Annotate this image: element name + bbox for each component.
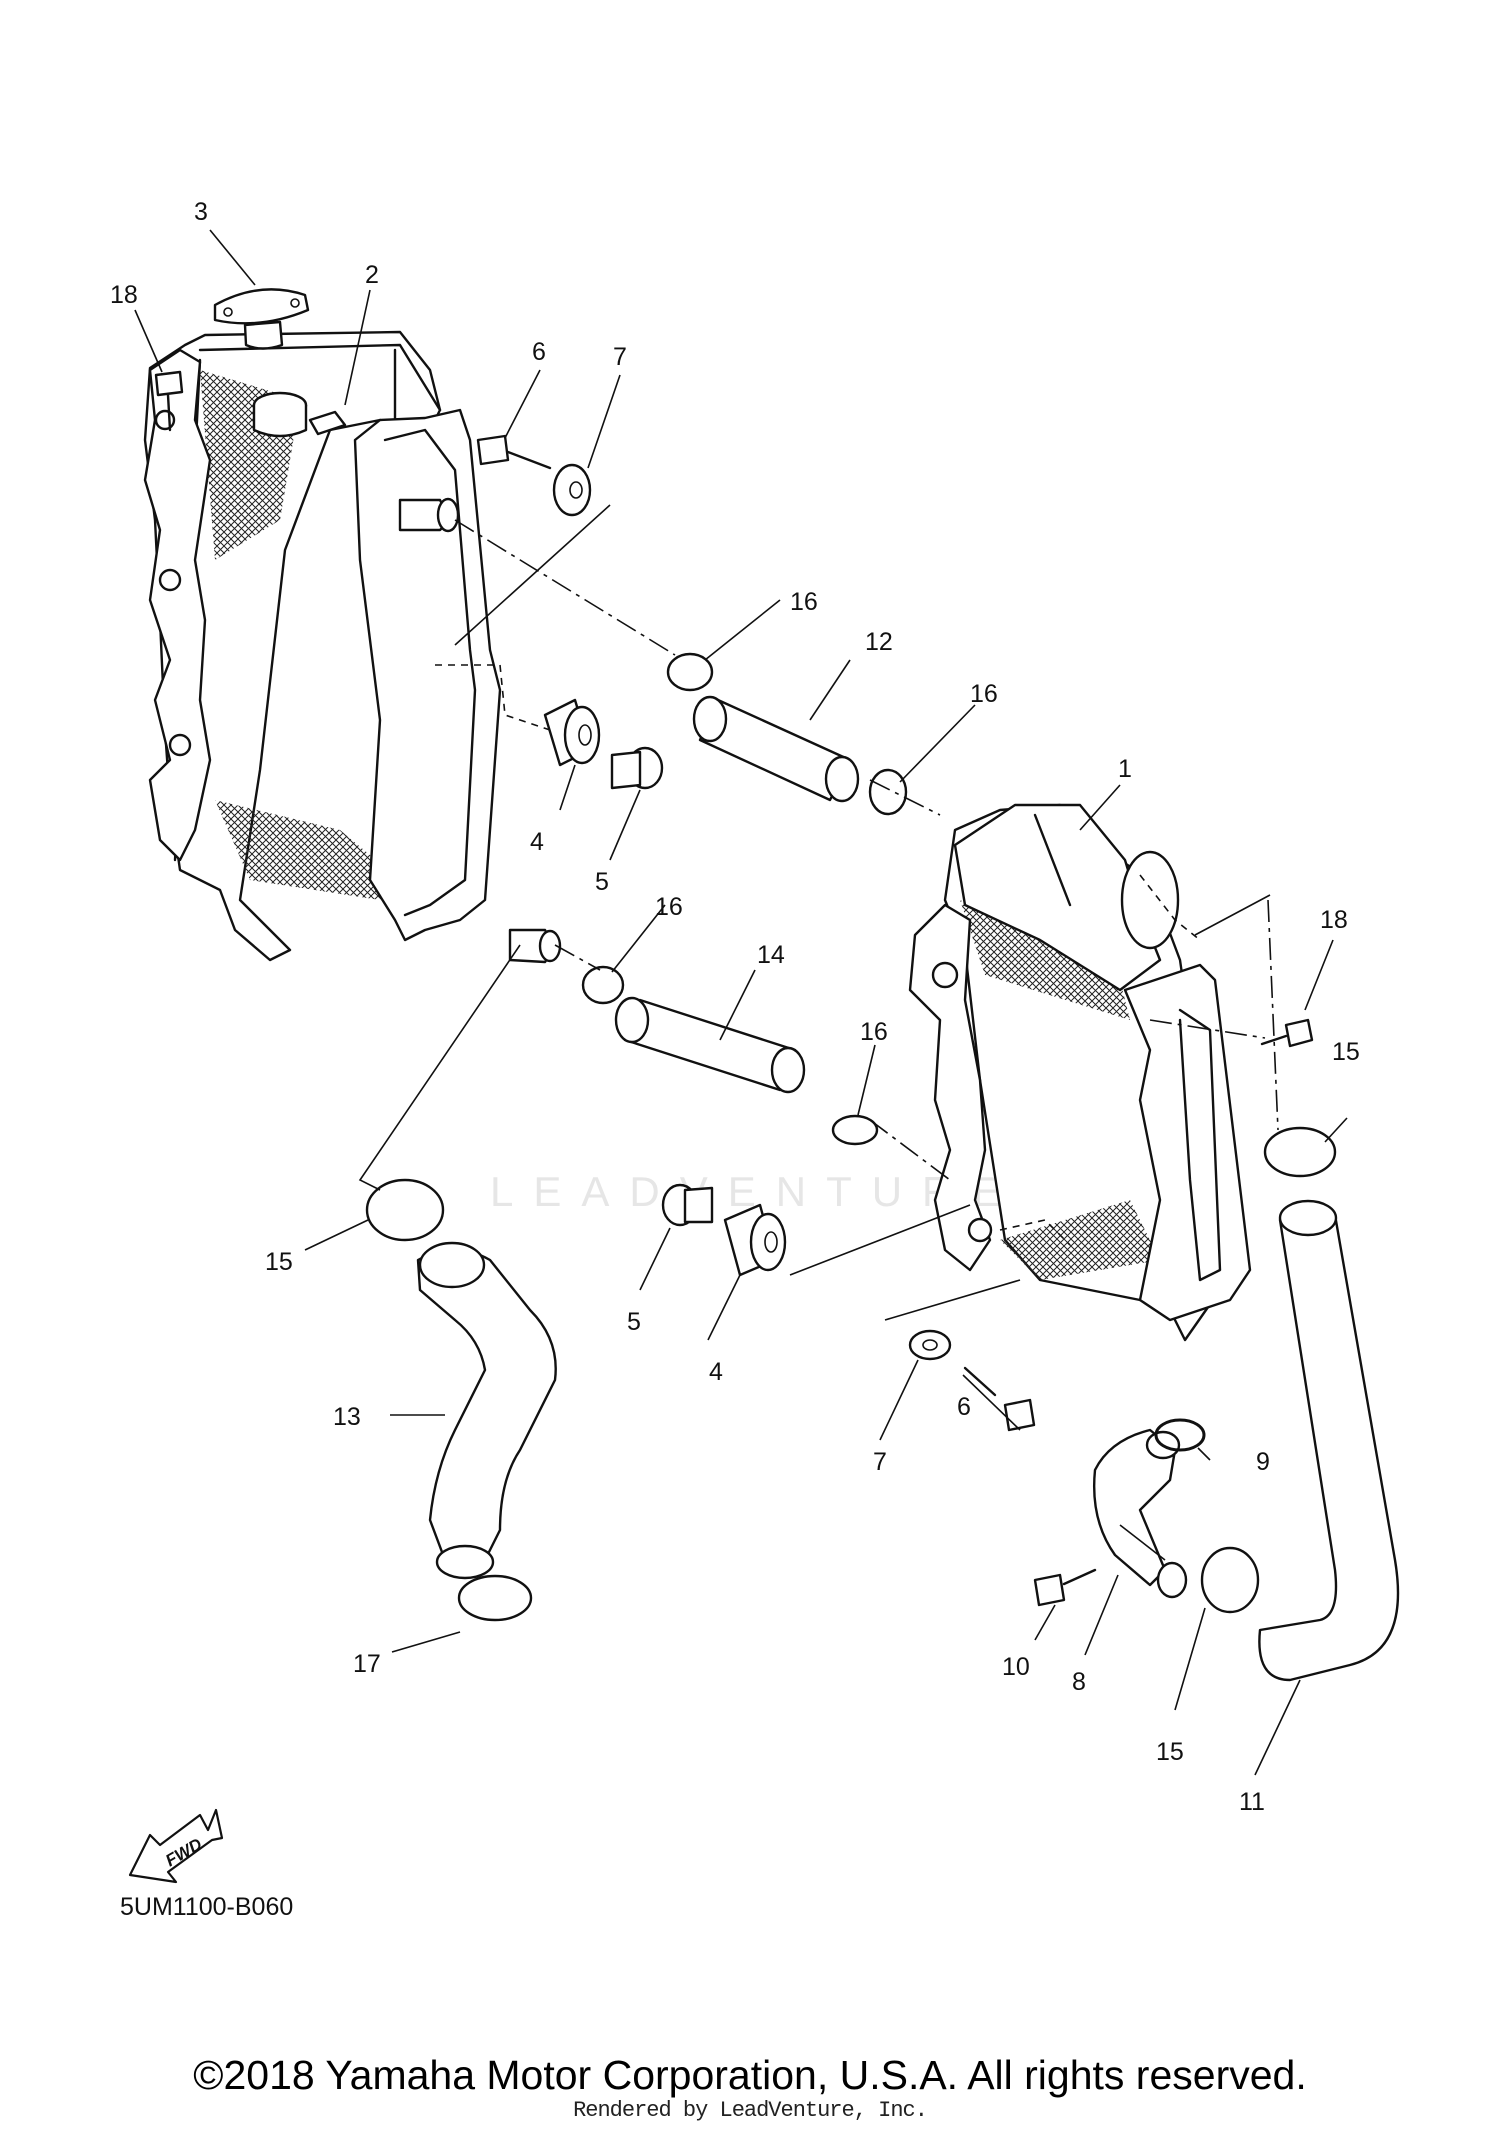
left-radiator-frame-stay	[353, 408, 502, 942]
callout-9: 9	[1256, 1448, 1270, 1476]
callout-numbers: 1 2 3 4 4 5 5 6 6 7 7 8 9 10 11 12 13 14…	[110, 198, 1360, 1816]
clamp-15-right-upper	[1263, 1126, 1337, 1178]
callout-17: 17	[353, 1650, 381, 1678]
elbow-joint-8	[1093, 1428, 1188, 1599]
clamp-15-left	[365, 1178, 445, 1242]
callout-6-upper: 6	[532, 338, 546, 366]
fwd-arrow-icon: FWD	[128, 1808, 224, 1884]
clamp-16-d	[831, 1114, 879, 1146]
callout-18-right: 18	[1320, 906, 1348, 934]
callout-1: 1	[1118, 755, 1132, 783]
callout-11: 11	[1239, 1788, 1265, 1816]
pipe-14	[614, 996, 806, 1094]
callout-4-upper: 4	[530, 828, 544, 856]
alignment-lines	[358, 504, 1279, 1561]
callout-2: 2	[365, 261, 379, 289]
pipe-12	[692, 695, 860, 803]
right-radiator-top-tank	[953, 803, 1180, 992]
left-radiator-upper-outlet	[398, 497, 460, 533]
callout-4-lower: 4	[709, 1358, 723, 1386]
bolt-6-lower	[963, 1366, 1036, 1432]
callout-16-a: 16	[790, 588, 818, 616]
clamp-16-b	[868, 768, 908, 816]
hose-11	[1258, 1199, 1400, 1682]
callout-15-right-upper: 15	[1332, 1038, 1360, 1066]
diagram-code: 5UM1100-B060	[120, 1893, 294, 1921]
bolt-10	[1033, 1568, 1097, 1607]
callout-6-lower: 6	[957, 1393, 971, 1421]
clamp-16-c	[581, 965, 625, 1005]
callout-15-right-lower: 15	[1156, 1738, 1184, 1766]
callout-18-left: 18	[110, 281, 138, 309]
clamp-16-a	[666, 652, 714, 692]
left-radiator-filler-neck	[252, 391, 347, 438]
leader-lines	[134, 229, 1348, 1776]
callout-12: 12	[865, 628, 893, 656]
callout-16-c: 16	[655, 893, 683, 921]
callout-7-upper: 7	[613, 343, 627, 371]
callout-7-lower: 7	[873, 1448, 887, 1476]
bolt-18-left	[154, 370, 184, 432]
o-ring-9	[1154, 1418, 1206, 1452]
washer-7-upper	[552, 463, 592, 517]
left-radiator-lower-outlet	[508, 928, 562, 964]
collar-5-upper	[610, 746, 664, 790]
callout-16-b: 16	[970, 680, 998, 708]
bolt-18-right	[1260, 1018, 1314, 1048]
callout-13: 13	[333, 1403, 361, 1431]
right-radiator-front-bracket	[908, 903, 993, 1272]
clamp-17	[457, 1574, 533, 1622]
radiator-cap-3	[213, 288, 310, 350]
washer-7-lower	[908, 1329, 952, 1361]
clamp-15-right-lower	[1200, 1546, 1260, 1614]
callout-8: 8	[1072, 1668, 1086, 1696]
grommet-4-lower	[723, 1203, 787, 1277]
copyright-notice: ©2018 Yamaha Motor Corporation, U.S.A. A…	[193, 2052, 1307, 2098]
callout-5-lower: 5	[627, 1308, 641, 1336]
right-radiator-side-plate	[1123, 963, 1252, 1322]
grommet-4-upper	[543, 698, 601, 767]
collar-5-lower	[661, 1183, 714, 1227]
bolt-6-upper	[476, 434, 552, 470]
rendered-by-notice: Rendered by LeadVenture, Inc.	[573, 2098, 928, 2123]
callout-14: 14	[757, 941, 785, 969]
leadventure-watermark: LEADVENTURE	[490, 1168, 1021, 1215]
callout-16-d: 16	[860, 1018, 888, 1046]
callout-15-left: 15	[265, 1248, 293, 1276]
callout-3: 3	[194, 198, 208, 226]
callout-10: 10	[1002, 1653, 1030, 1681]
hose-13	[416, 1241, 557, 1580]
callout-5-upper: 5	[595, 868, 609, 896]
